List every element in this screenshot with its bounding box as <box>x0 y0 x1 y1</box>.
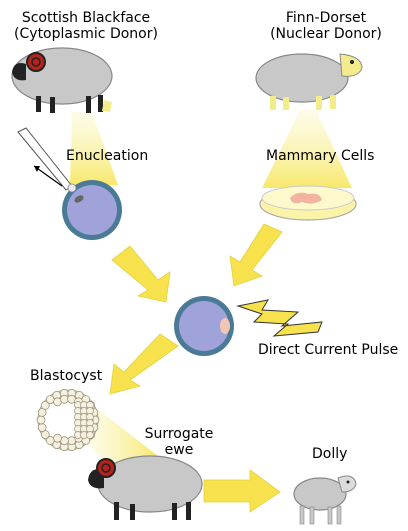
dolly-label: Dolly <box>312 446 348 462</box>
blackface-label: Scottish Blackface (Cytoplasmic Donor) <box>6 10 166 42</box>
finn-label: Finn-Dorset (Nuclear Donor) <box>256 10 396 42</box>
blastocyst-label: Blastocyst <box>30 368 103 384</box>
blastocyst <box>36 388 100 452</box>
arrow-dish-to-fused <box>229 223 283 287</box>
blastomere <box>37 423 47 433</box>
beam-blastocyst-to-ewe <box>80 408 158 472</box>
fused-cell <box>174 296 234 356</box>
blastomere <box>53 433 62 443</box>
micropipette <box>17 127 73 191</box>
finn-dorset-sheep <box>255 53 363 110</box>
blackface-role: (Cytoplasmic Donor) <box>14 26 158 42</box>
inner-cell-mass-cell <box>86 431 94 439</box>
surrogate-label: Surrogate ewe <box>136 426 222 458</box>
blackface-name: Scottish Blackface <box>21 10 151 26</box>
blackface-sheep <box>11 47 113 113</box>
enucleation-label: Enucleation <box>66 148 149 164</box>
surrogate-ewe <box>88 455 203 520</box>
arrow-egg-to-fused <box>111 245 171 303</box>
surrogate-line1: Surrogate <box>144 426 214 442</box>
pulse-label: Direct Current Pulse <box>258 342 399 358</box>
surrogate-line2: ewe <box>164 442 194 458</box>
finn-name: Finn-Dorset <box>285 10 367 26</box>
blastomere <box>36 415 46 425</box>
dolly-lamb <box>293 475 357 525</box>
lightning-bolt-icon <box>236 299 323 337</box>
egg-cell <box>62 180 122 240</box>
petri-dish <box>259 185 357 221</box>
finn-role: (Nuclear Donor) <box>270 26 382 42</box>
arrow-fused-to-blastocyst <box>109 333 179 395</box>
blastomere <box>40 400 50 410</box>
beam-finn-to-dish <box>262 110 352 188</box>
arrow-ewe-to-dolly <box>203 469 281 513</box>
beam-blackface-to-egg <box>70 112 118 185</box>
mammary-label: Mammary Cells <box>266 148 375 164</box>
